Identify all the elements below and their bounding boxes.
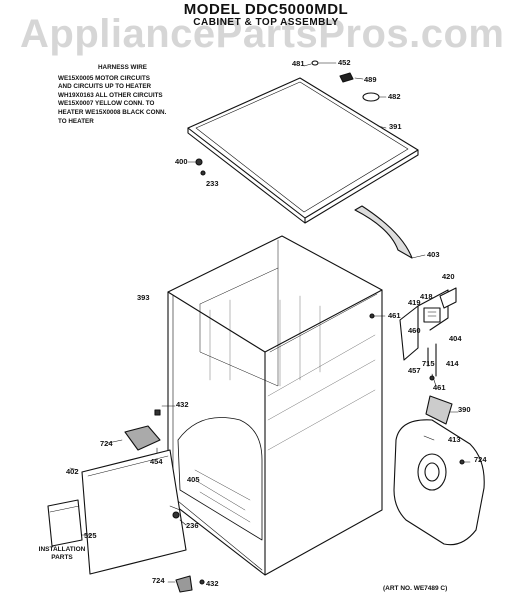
top-panel — [187, 77, 419, 224]
harness-line: AND CIRCUITS UP TO HEATER — [58, 83, 152, 91]
harness-line: WH19X0163 ALL OTHER CIRCUITS — [58, 91, 163, 99]
callout-419: 419 — [408, 298, 421, 307]
callout-404: 404 — [449, 334, 462, 343]
callout-461-upper: 461 — [388, 311, 401, 320]
assembly-title: CABINET & TOP ASSEMBLY — [193, 17, 339, 28]
callout-454: 454 — [150, 457, 163, 466]
installation-label-line: INSTALLATION — [38, 546, 86, 553]
installation-parts-bag — [47, 499, 93, 547]
callout-481: 481 — [292, 59, 305, 68]
callout-413: 413 — [448, 435, 461, 444]
callout-724-right: 724 — [474, 455, 487, 464]
installation-label-line: PARTS — [51, 554, 73, 561]
cabinet — [167, 235, 383, 576]
harness-line: WE15X0007 YELLOW CONN. TO — [58, 100, 155, 108]
callout-403: 403 — [427, 250, 440, 259]
harness-line: WE15X0005 MOTOR CIRCUITS — [58, 74, 150, 82]
callout-418: 418 — [420, 292, 433, 301]
callout-489: 489 — [364, 75, 377, 84]
callout-461-lower: 461 — [433, 383, 446, 392]
callout-236: 236 — [186, 521, 199, 530]
callout-405: 405 — [187, 475, 200, 484]
harness-wire-note: HARNESS WIRE WE15X0005 MOTOR CIRCUITS AN… — [58, 64, 258, 126]
callout-432-lower: 432 — [206, 579, 219, 588]
rear-strip — [354, 205, 426, 259]
harness-title: HARNESS WIRE — [98, 64, 147, 71]
callout-724-left: 724 — [100, 439, 113, 448]
callout-457: 457 — [408, 366, 421, 375]
bottom-parts — [167, 511, 205, 593]
callout-715: 715 — [422, 359, 435, 368]
callout-420: 420 — [442, 272, 455, 281]
model-title: MODEL DDC5000MDL — [183, 1, 349, 18]
harness-line: HEATER WE15X0008 BLACK CONN. — [58, 108, 167, 116]
callout-393: 393 — [137, 293, 150, 302]
callout-233: 233 — [206, 179, 219, 188]
kick-panel — [69, 449, 187, 575]
callout-460: 460 — [408, 326, 421, 335]
callout-400: 400 — [175, 157, 188, 166]
callout-724-bottom: 724 — [152, 576, 165, 585]
rear-cover — [393, 419, 485, 546]
callout-452: 452 — [338, 58, 351, 67]
callout-414: 414 — [446, 359, 459, 368]
installation-parts-label: INSTALLATION PARTS — [32, 546, 92, 562]
callout-525: 525 — [84, 531, 97, 540]
harness-line: TO HEATER — [58, 117, 94, 125]
callout-432-upper: 432 — [176, 400, 189, 409]
callout-482: 482 — [388, 92, 401, 101]
top-small-parts — [187, 60, 387, 176]
right-side-components — [369, 287, 459, 425]
watermark: AppliancePartsPros.com — [20, 12, 505, 56]
callout-402: 402 — [66, 467, 79, 476]
callout-391: 391 — [389, 122, 402, 131]
callout-390: 390 — [458, 405, 471, 414]
art-number: (ART NO. WE7489 C) — [383, 585, 448, 592]
